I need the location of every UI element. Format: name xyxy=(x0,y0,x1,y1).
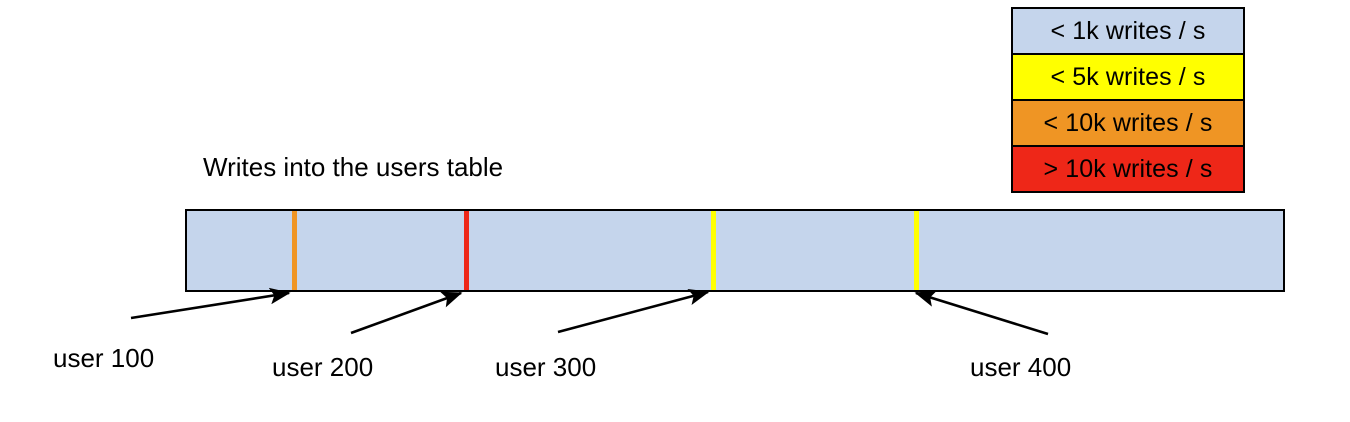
legend-item-over-10k: > 10k writes / s xyxy=(1013,147,1243,191)
callout-label-user-200: user 200 xyxy=(272,352,374,382)
users-table-bar xyxy=(185,209,1285,292)
marker-user-100 xyxy=(292,211,297,290)
legend-item-label: < 1k writes / s xyxy=(1050,16,1206,45)
marker-user-300 xyxy=(711,211,716,290)
callout-label-user-100: user 100 xyxy=(53,343,155,373)
legend-item-label: < 10k writes / s xyxy=(1043,108,1213,137)
marker-user-400 xyxy=(914,211,919,290)
legend-item-label: > 10k writes / s xyxy=(1043,154,1213,183)
callout-arrow-user-100 xyxy=(130,287,291,320)
callout-arrow-user-300 xyxy=(557,288,710,334)
legend-item-label: < 5k writes / s xyxy=(1050,62,1206,91)
chart-title: Writes into the users table xyxy=(203,152,504,182)
callout-arrow-user-200 xyxy=(350,291,463,335)
writes-legend: < 1k writes / s < 5k writes / s < 10k wr… xyxy=(1011,7,1245,193)
legend-item-under-10k: < 10k writes / s xyxy=(1013,101,1243,147)
legend-item-under-5k: < 5k writes / s xyxy=(1013,55,1243,101)
legend-item-under-1k: < 1k writes / s xyxy=(1013,9,1243,55)
callout-label-user-300: user 300 xyxy=(495,352,597,382)
callout-label-user-400: user 400 xyxy=(970,352,1072,382)
callout-arrow-user-400 xyxy=(914,290,1049,336)
marker-user-200 xyxy=(464,211,469,290)
